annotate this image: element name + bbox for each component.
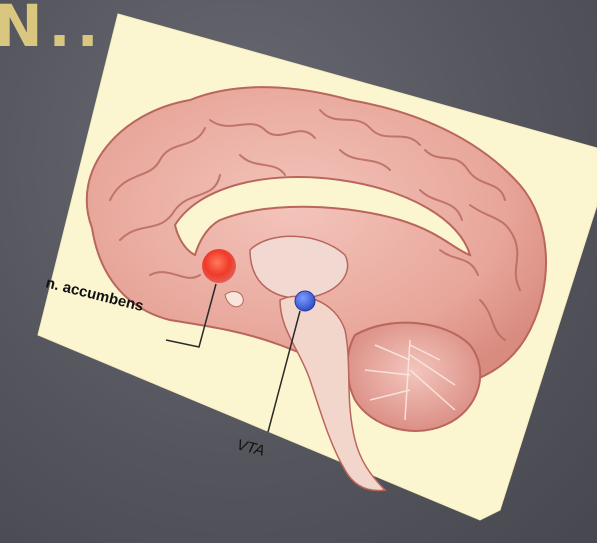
- vta-label: VTA: [235, 436, 266, 459]
- cerebellum: [348, 323, 481, 431]
- accumbens-marker: [202, 249, 236, 283]
- vta-marker: [295, 291, 315, 311]
